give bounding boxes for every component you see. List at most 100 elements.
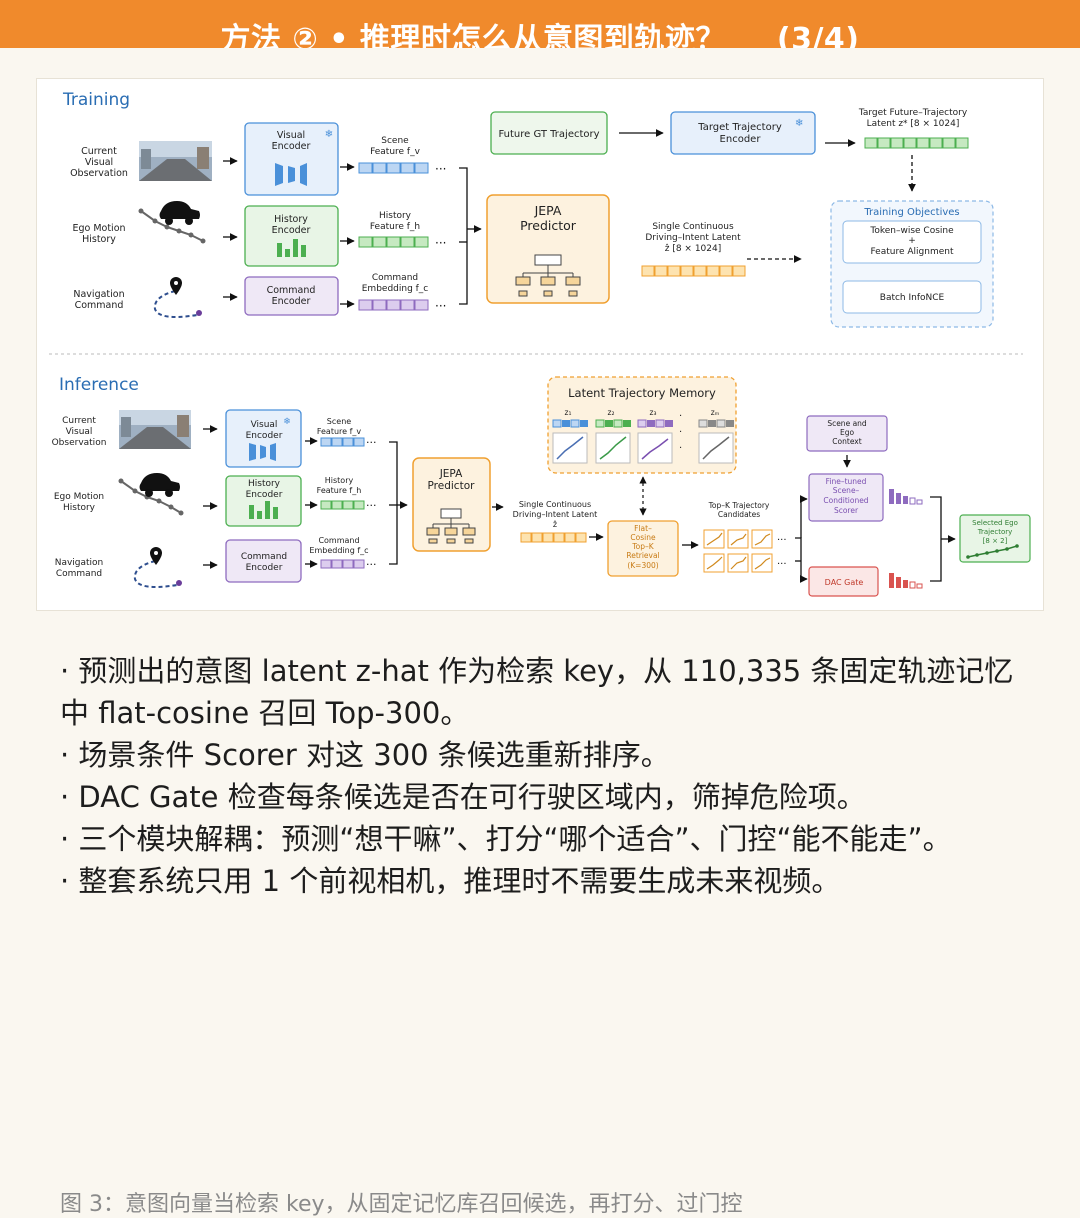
method-figure: Training Current Visual Observation Ego … (36, 78, 1044, 611)
scene-conditioned-scorer (808, 473, 884, 522)
selected-trajectory-plot (966, 544, 1019, 559)
memory-ellipsis: ··· (679, 411, 682, 454)
training-visual-encoder (244, 122, 339, 196)
inference-input-history-l1: Ego Motion (54, 492, 104, 502)
car-icon (159, 201, 200, 219)
inference-jepa-l1: JEPA (439, 468, 463, 480)
training-objectives-title: Training Objectives (863, 207, 959, 218)
memory-slot-3-label: z₃ (650, 408, 657, 417)
svg-text:·: · (679, 443, 682, 454)
training-command-embedding-l2: Embedding f_c (362, 284, 429, 294)
svg-text:···: ··· (366, 436, 377, 449)
retrieval-l5: (K=300) (627, 561, 658, 570)
bullet-item: · 预测出的意图 latent z-hat 作为检索 key，从 110,335… (60, 654, 1014, 730)
training-camera-image (139, 141, 212, 181)
inference-command-tokens (320, 559, 365, 569)
training-latent-tokens (641, 265, 746, 277)
retrieval-l1: Flat– (634, 524, 652, 533)
inference-visual-encoder-l1: Visual (251, 420, 278, 430)
inference-input-visual-l3: Observation (52, 438, 107, 448)
inference-ego-motion-icon (118, 473, 184, 516)
training-input-visual-l1: Current (81, 146, 117, 157)
inference-history-feature-l1: History (325, 476, 354, 485)
svg-text:···: ··· (777, 559, 787, 570)
selected-l2: Trajectory (977, 528, 1013, 536)
training-ego-motion-icon (138, 201, 206, 244)
training-command-embedding-l1: Command (372, 273, 418, 283)
retrieval-l2: Cosine (630, 533, 656, 542)
training-history-encoder (244, 205, 339, 267)
training-navigation-icon (153, 277, 202, 318)
slide-page-indicator: (3/4) (776, 22, 860, 48)
car-icon (139, 473, 180, 491)
svg-text:···: ··· (435, 299, 446, 313)
training-command-tokens (358, 299, 429, 311)
training-input-visual-l3: Observation (70, 168, 128, 179)
training-jepa-tree-icon (515, 254, 581, 297)
target-latent-l2: Latent z* [8 × 1024] (867, 119, 960, 129)
inference-input-visual-l2: Visual (66, 427, 93, 437)
training-history-encoder-l1: History (274, 214, 308, 225)
inference-scene-tokens (320, 437, 365, 447)
training-command-encoder (244, 276, 339, 316)
training-history-feature-l2: Feature f_h (370, 222, 420, 232)
retrieval-l3: Top–K (631, 542, 654, 551)
context-l2: Ego (840, 428, 854, 437)
training-jepa-predictor (486, 194, 610, 304)
training-input-history-l2: History (82, 234, 116, 245)
bullet-list: · 预测出的意图 latent z-hat 作为检索 key，从 110,335… (60, 650, 1020, 902)
frozen-snowflake-icon: ❄ (325, 129, 333, 140)
retrieval-l4: Retrieval (626, 551, 659, 560)
method-diagram: Training Current Visual Observation Ego … (49, 90, 1031, 597)
figure-caption: 图 3：意图向量当检索 key，从固定记忆库召回候选，再打分、过门控 (60, 1192, 743, 1217)
slide-header: 方法 ② • 推理时怎么从意图到轨迹？ (3/4) (0, 0, 1080, 48)
svg-text:···: ··· (435, 236, 446, 250)
inference-camera-image (119, 410, 191, 449)
training-scene-tokens (358, 162, 429, 174)
memory-title: Latent Trajectory Memory (568, 386, 716, 400)
bullet-item: · 场景条件 Scorer 对这 300 条候选重新排序。 (60, 738, 670, 772)
inference-latent-l2: Driving–Intent Latent (513, 510, 598, 519)
inference-command-encoder (225, 539, 302, 583)
dac-gate-label: DAC Gate (825, 578, 864, 587)
training-history-tokens (358, 236, 429, 248)
inference-input-history-l2: History (63, 503, 96, 513)
pin-icon (170, 277, 182, 295)
context-l1: Scene and (827, 419, 867, 428)
inference-command-encoder-l1: Command (241, 552, 287, 562)
training-input-visual-l2: Visual (85, 157, 113, 168)
inference-history-feature-l2: Feature f_h (317, 486, 362, 495)
pin-icon (150, 547, 162, 565)
training-input-nav-l2: Command (75, 300, 124, 311)
inference-command-embedding-l1: Command (318, 536, 359, 545)
objective-infonce-label: Batch InfoNCE (880, 293, 945, 303)
target-latent-tokens (864, 137, 969, 149)
training-section-label: Training (62, 90, 130, 110)
scorer-score-bars (889, 489, 923, 505)
inference-visual-encoder-l2: Encoder (246, 431, 283, 441)
svg-text:·: · (679, 427, 682, 438)
training-input-history-l1: Ego Motion (72, 223, 125, 234)
training-latent-l3: ẑ [8 × 1024] (665, 244, 722, 254)
slide-title: 方法 ② • 推理时怎么从意图到轨迹？ (3/4) (0, 14, 1080, 48)
inference-history-encoder-l1: History (248, 479, 281, 489)
training-latent-l2: Driving–Intent Latent (645, 233, 741, 243)
memory-slot-1-label: z₁ (565, 408, 572, 417)
memory-slot-2-label: z₂ (608, 408, 615, 417)
memory-slot-m-label: zₘ (711, 408, 720, 417)
target-latent-l1: Target Future–Trajectory (858, 108, 968, 118)
inference-history-tokens (320, 500, 365, 510)
bullet-item: · DAC Gate 检查每条候选是否在可行驶区域内，筛掉危险项。 (60, 780, 866, 814)
training-latent-l1: Single Continuous (652, 222, 734, 232)
training-visual-encoder-l2: Encoder (272, 141, 311, 152)
topk-candidates-grid (703, 529, 773, 573)
training-jepa-l1: JEPA (534, 203, 562, 218)
topk-l2: Candidates (718, 510, 760, 519)
training-visual-encoder-l1: Visual (277, 130, 305, 141)
target-encoder-l1: Target Trajectory (697, 122, 782, 133)
inference-command-embedding-l2: Embedding f_c (309, 546, 368, 555)
flat-cosine-retrieval (607, 520, 679, 577)
inference-command-encoder-l2: Encoder (246, 563, 283, 573)
bullet-item: · 三个模块解耦：预测“想干嘛”、打分“哪个适合”、门控“能不能走”。 (60, 822, 952, 856)
svg-text:···: ··· (435, 162, 446, 176)
